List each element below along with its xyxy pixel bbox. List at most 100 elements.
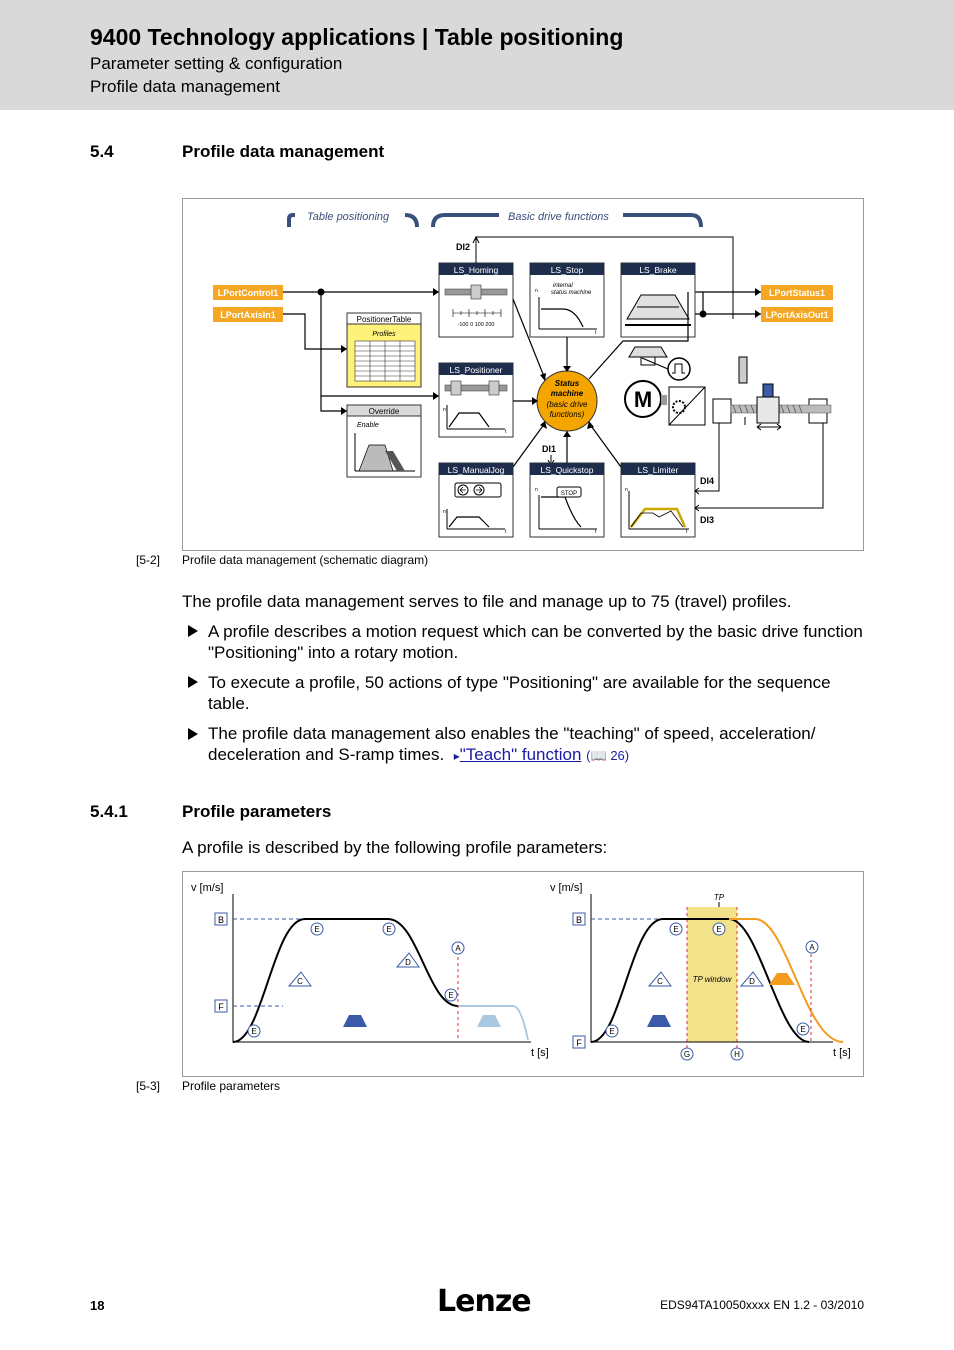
section-title: Profile data management [182, 142, 385, 161]
lenze-logo: Lenze [437, 1284, 532, 1319]
svg-text:F: F [218, 1002, 224, 1012]
bullet-3: The profile data management also enables… [208, 724, 816, 764]
svg-text:LS_Positioner: LS_Positioner [450, 365, 503, 375]
page-number: 18 [90, 1298, 105, 1313]
schematic-svg: Table positioning Basic drive functions … [213, 211, 833, 538]
svg-text:E: E [251, 1027, 256, 1036]
svg-text:LPortAxisIn1: LPortAxisIn1 [220, 310, 276, 320]
left-xlabel: t [s] [531, 1047, 549, 1059]
svg-text:n: n [443, 509, 446, 515]
svg-text:LS_Limiter: LS_Limiter [638, 465, 679, 475]
svg-text:LPortControl1: LPortControl1 [218, 288, 279, 298]
svg-text:TP: TP [714, 893, 725, 902]
header-title: 9400 Technology applications | Table pos… [90, 24, 624, 50]
page-ref[interactable]: (📖 26) [586, 748, 630, 763]
port-lportcontrol1 [213, 285, 283, 300]
di1-label: DI1 [542, 444, 556, 454]
svg-text:STOP: STOP [561, 491, 577, 497]
svg-text:t: t [686, 529, 688, 535]
svg-text:functions): functions) [550, 410, 585, 419]
port-lportaxisin1 [213, 307, 283, 322]
subsection-number: 5.4.1 [90, 802, 128, 821]
right-xlabel: t [s] [833, 1047, 851, 1059]
di2-label: DI2 [456, 242, 470, 252]
svg-text:D: D [405, 958, 411, 967]
svg-text:t: t [595, 330, 597, 336]
svg-text:E: E [448, 991, 453, 1000]
svg-text:Enable: Enable [357, 422, 379, 429]
section-number: 5.4 [90, 142, 114, 161]
di4-label: DI4 [700, 476, 714, 486]
svg-text:(basic drive: (basic drive [547, 400, 588, 409]
svg-text:status machine: status machine [551, 290, 592, 296]
svg-text:machine: machine [551, 389, 584, 398]
svg-text:n: n [625, 487, 628, 493]
bullet-icon [188, 728, 198, 740]
subsection-intro: A profile is described by the following … [182, 838, 608, 857]
svg-text:t: t [505, 429, 507, 435]
svg-text:M: M [634, 387, 652, 412]
figure1-caption: Profile data management (schematic diagr… [182, 553, 429, 567]
svg-text:LS_Brake: LS_Brake [639, 265, 677, 275]
svg-text:TP window: TP window [693, 975, 733, 984]
svg-text:C: C [657, 977, 663, 986]
svg-text:LPortAxisOut1: LPortAxisOut1 [765, 310, 828, 320]
teach-function-link[interactable]: "Teach" function [459, 745, 582, 764]
svg-text:E: E [609, 1027, 614, 1036]
svg-text:G: G [684, 1050, 690, 1059]
brace-table-label: Table positioning [307, 211, 390, 223]
svg-text:PositionerTable: PositionerTable [357, 315, 412, 324]
svg-text:E: E [716, 925, 721, 934]
svg-text:F: F [576, 1038, 582, 1048]
svg-text:t: t [505, 529, 507, 535]
svg-text:LS_Homing: LS_Homing [454, 265, 499, 275]
svg-text:E: E [314, 925, 319, 934]
book-icon: 📖 [590, 748, 607, 763]
tp-window [687, 907, 737, 1042]
svg-text:-100 0 100 200: -100 0 100 200 [457, 322, 494, 328]
header-chapter: Parameter setting & configuration [90, 54, 343, 73]
svg-text:A: A [809, 943, 815, 952]
ls-quickstop-block [529, 462, 605, 538]
document-id: EDS94TA10050xxxx EN 1.2 - 03/2010 [660, 1298, 864, 1312]
svg-text:Profiles: Profiles [372, 331, 396, 338]
svg-text:n: n [535, 487, 538, 493]
svg-text:E: E [673, 925, 678, 934]
brace-table [287, 213, 295, 227]
svg-text:D: D [749, 977, 755, 986]
svg-text:LS_Stop: LS_Stop [551, 265, 584, 275]
figure1-caption-num: [5-2] [136, 553, 161, 567]
brace-basic [431, 213, 499, 228]
profile-parameters-diagram: v [m/s] B F E E E E A C D t [s] v [m/s] … [182, 871, 864, 1077]
left-ylabel: v [m/s] [191, 882, 223, 894]
ls-homing-block [438, 262, 514, 338]
intro-paragraph: The profile data management serves to fi… [182, 592, 792, 611]
port-lportaxisout1 [761, 307, 833, 322]
svg-text:E: E [386, 925, 391, 934]
figure2-caption-num: [5-3] [136, 1079, 161, 1093]
page-header: 9400 Technology applications | Table pos… [0, 0, 954, 110]
header-section: Profile data management [90, 77, 280, 96]
bullet-icon [188, 676, 198, 688]
svg-text:LS_ManualJog: LS_ManualJog [448, 465, 505, 475]
bullet-1: A profile describes a motion request whi… [208, 622, 863, 662]
bullet-icon [188, 625, 198, 637]
brace-basic-label: Basic drive functions [508, 211, 609, 223]
svg-text:Override: Override [369, 407, 400, 416]
svg-text:C: C [297, 977, 303, 986]
port-lportstatus1 [761, 285, 833, 300]
svg-text:n: n [443, 407, 446, 413]
di3-label: DI3 [700, 515, 714, 525]
svg-text:internal: internal [553, 283, 573, 289]
svg-text:H: H [734, 1050, 740, 1059]
svg-text:LPortStatus1: LPortStatus1 [769, 288, 825, 298]
svg-text:Status: Status [555, 379, 580, 388]
svg-text:E: E [800, 1025, 805, 1034]
svg-text:t: t [595, 529, 597, 535]
svg-text:B: B [576, 915, 582, 925]
subsection-title: Profile parameters [182, 802, 332, 821]
schematic-diagram: Table positioning Basic drive functions … [182, 198, 864, 551]
svg-text:B: B [218, 915, 224, 925]
right-ylabel: v [m/s] [550, 882, 582, 894]
link-arrow-icon: ▸ [453, 749, 460, 763]
